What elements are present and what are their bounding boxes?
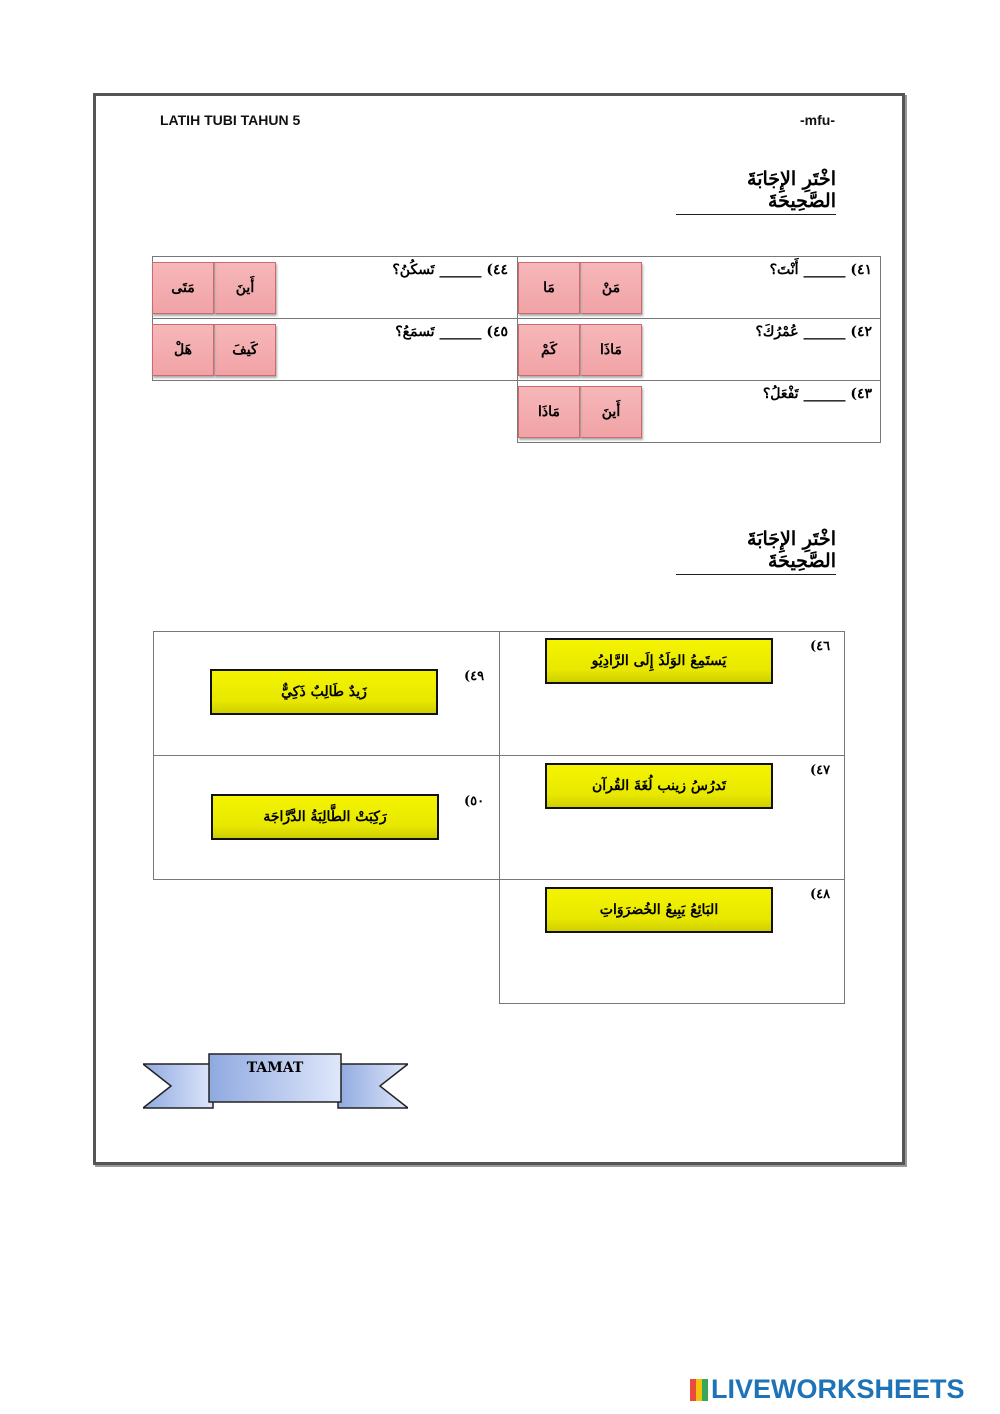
answer-box[interactable]: زَيدٌ طَالِبٌ ذَكِيٌّ	[210, 669, 438, 715]
option-button[interactable]: كَيفَ	[214, 324, 276, 376]
option-button[interactable]: أَينَ	[580, 386, 642, 438]
liveworksheets-logo: LIVEWORKSHEETS	[690, 1374, 965, 1405]
question-45: ٤٥) ______ تَسمَعُ؟	[395, 324, 508, 340]
option-button[interactable]: مَا	[518, 262, 580, 314]
option-button[interactable]: أَينَ	[214, 262, 276, 314]
option-button[interactable]: مَاذَا	[580, 324, 642, 376]
question-43: ٤٣) ______ تَفْعَلُ؟	[762, 386, 872, 402]
option-button[interactable]: هَلْ	[152, 324, 214, 376]
option-button[interactable]: مَتَى	[152, 262, 214, 314]
item-number: ٥٠)	[464, 794, 485, 809]
ribbon-icon	[140, 1053, 411, 1109]
option-button[interactable]: كَمْ	[518, 324, 580, 376]
answer-box[interactable]: تَدرُسُ زينب لُغَةَ القُرآن	[545, 763, 773, 809]
item-48-cell	[499, 879, 845, 1004]
tamat-banner: TAMAT	[140, 1050, 411, 1112]
question-41: ٤١) ______ أَنْتَ؟	[769, 262, 872, 278]
section2-title: اخْتَرِ الإِجَابَةَ الصَّحِيحَةَ	[676, 528, 836, 575]
header-title: LATIH TUBI TAHUN 5	[160, 112, 301, 128]
question-42: ٤٢) ______ عُمْرُكَ؟	[755, 324, 872, 340]
section1-title: اخْتَرِ الإِجَابَةَ الصَّحِيحَةَ	[676, 168, 836, 215]
header-author: -mfu-	[800, 112, 835, 128]
logo-text: LIVEWORKSHEETS	[711, 1374, 965, 1404]
item-number: ٤٦)	[810, 639, 831, 654]
item-50-cell	[153, 755, 500, 880]
option-button[interactable]: مَاذَا	[518, 386, 580, 438]
tamat-label: TAMAT	[246, 1060, 304, 1076]
q43-row	[517, 380, 881, 443]
item-number: ٤٩)	[464, 669, 485, 684]
answer-box[interactable]: رَكِبَتْ الطَّالِبَةُ الدَّرَّاجَة	[211, 794, 439, 840]
logo-icon	[690, 1379, 708, 1401]
answer-box[interactable]: البَائِعُ يَبِيعُ الخُضرَوَاتِ	[545, 887, 773, 933]
option-button[interactable]: مَنْ	[580, 262, 642, 314]
item-number: ٤٧)	[810, 763, 831, 778]
page-frame	[93, 93, 905, 1165]
answer-box[interactable]: يَستَمِعُ الوَلَدُ إِلَى الرَّادِيُو	[545, 638, 773, 684]
item-number: ٤٨)	[810, 887, 831, 902]
question-44: ٤٤) ______ تَسكُنُ؟	[392, 262, 508, 278]
